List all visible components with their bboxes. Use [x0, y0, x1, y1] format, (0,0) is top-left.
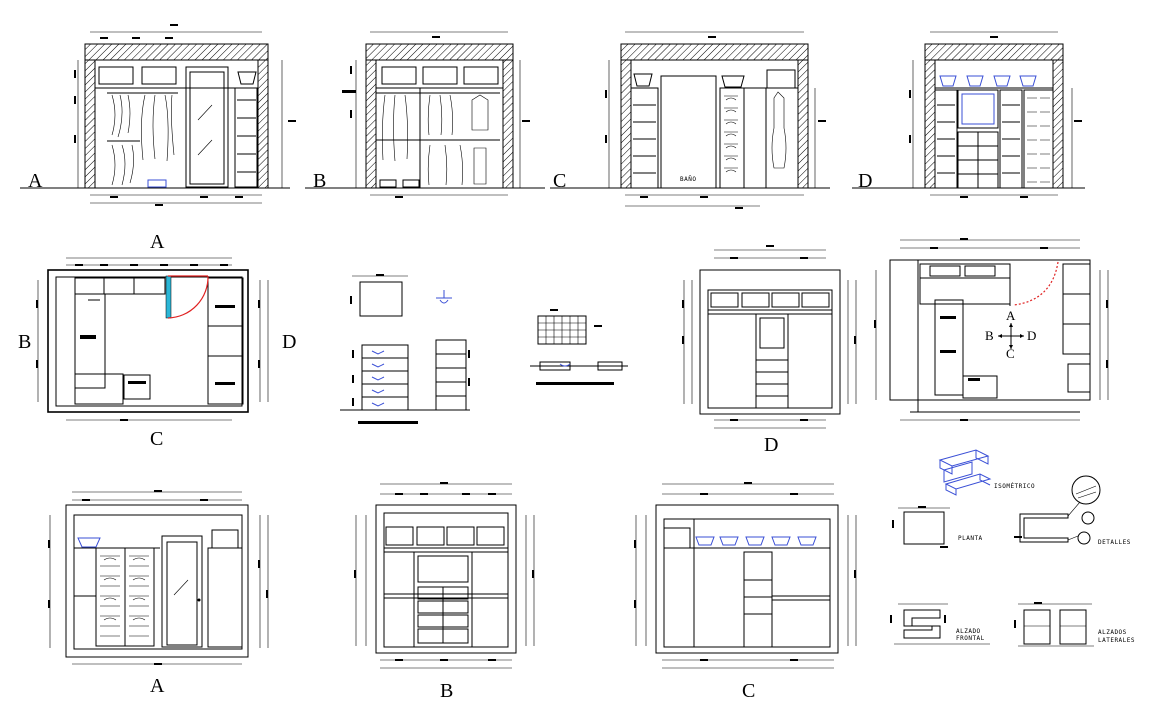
details-label: DETALLES: [1098, 539, 1131, 546]
front-elevation-label-1: ALZADO: [956, 628, 981, 635]
isometric-label: ISOMÉTRICO: [994, 482, 1035, 490]
plan-label-left: B: [18, 331, 31, 353]
side-elevations-view: ALZADOS LATERALES: [1014, 602, 1135, 647]
elevation-d-top: D: [852, 31, 1085, 198]
view-mark-c: C: [1006, 346, 1015, 361]
elevation-a-top-label: A: [28, 170, 43, 192]
closet-floor-plan-2: A B D C: [874, 238, 1109, 421]
elevation-c-top: BAÑO C: [550, 31, 830, 209]
elevation-a-bottom: A: [48, 490, 269, 697]
closet-floor-plan: A B D C: [18, 231, 296, 450]
elevation-b-top-label: B: [313, 170, 326, 192]
side-elevations-label-1: ALZADOS: [1098, 629, 1127, 636]
bathroom-label: BAÑO: [680, 176, 696, 183]
view-mark-b: B: [985, 328, 994, 343]
plan-label-top: A: [150, 231, 165, 253]
isometric-view: ISOMÉTRICO: [938, 449, 1035, 496]
plan-label: PLANTA: [958, 535, 983, 542]
elevation-a-bottom-label: A: [150, 675, 165, 697]
plan-view: PLANTA: [892, 506, 983, 548]
elevation-c-top-label: C: [553, 170, 566, 192]
plan-label-bottom: C: [150, 428, 163, 450]
elevation-d-middle-label: D: [764, 434, 778, 456]
view-mark-a: A: [1006, 308, 1016, 323]
elevation-d-middle: D: [682, 245, 857, 456]
details-view: DETALLES: [1014, 475, 1131, 546]
front-elevation-view: ALZADO FRONTAL: [890, 603, 990, 645]
detail-sheet: ISOMÉTRICO PLANTA DETALLES: [890, 449, 1135, 647]
elevation-b-bottom-label: B: [440, 680, 453, 702]
elevation-c-bottom-label: C: [742, 680, 755, 702]
elevation-b-bottom: B: [354, 482, 535, 702]
side-elevations-label-2: LATERALES: [1098, 637, 1135, 644]
plan-label-right: D: [282, 331, 296, 353]
front-elevation-label-2: FRONTAL: [956, 635, 985, 642]
elevation-a-top: A: [20, 24, 296, 206]
drawer-details: [340, 274, 628, 424]
elevation-d-top-label: D: [858, 170, 872, 192]
view-mark-d: D: [1027, 328, 1036, 343]
elevation-c-bottom: C: [634, 482, 857, 702]
elevation-b-top: B: [305, 31, 545, 198]
